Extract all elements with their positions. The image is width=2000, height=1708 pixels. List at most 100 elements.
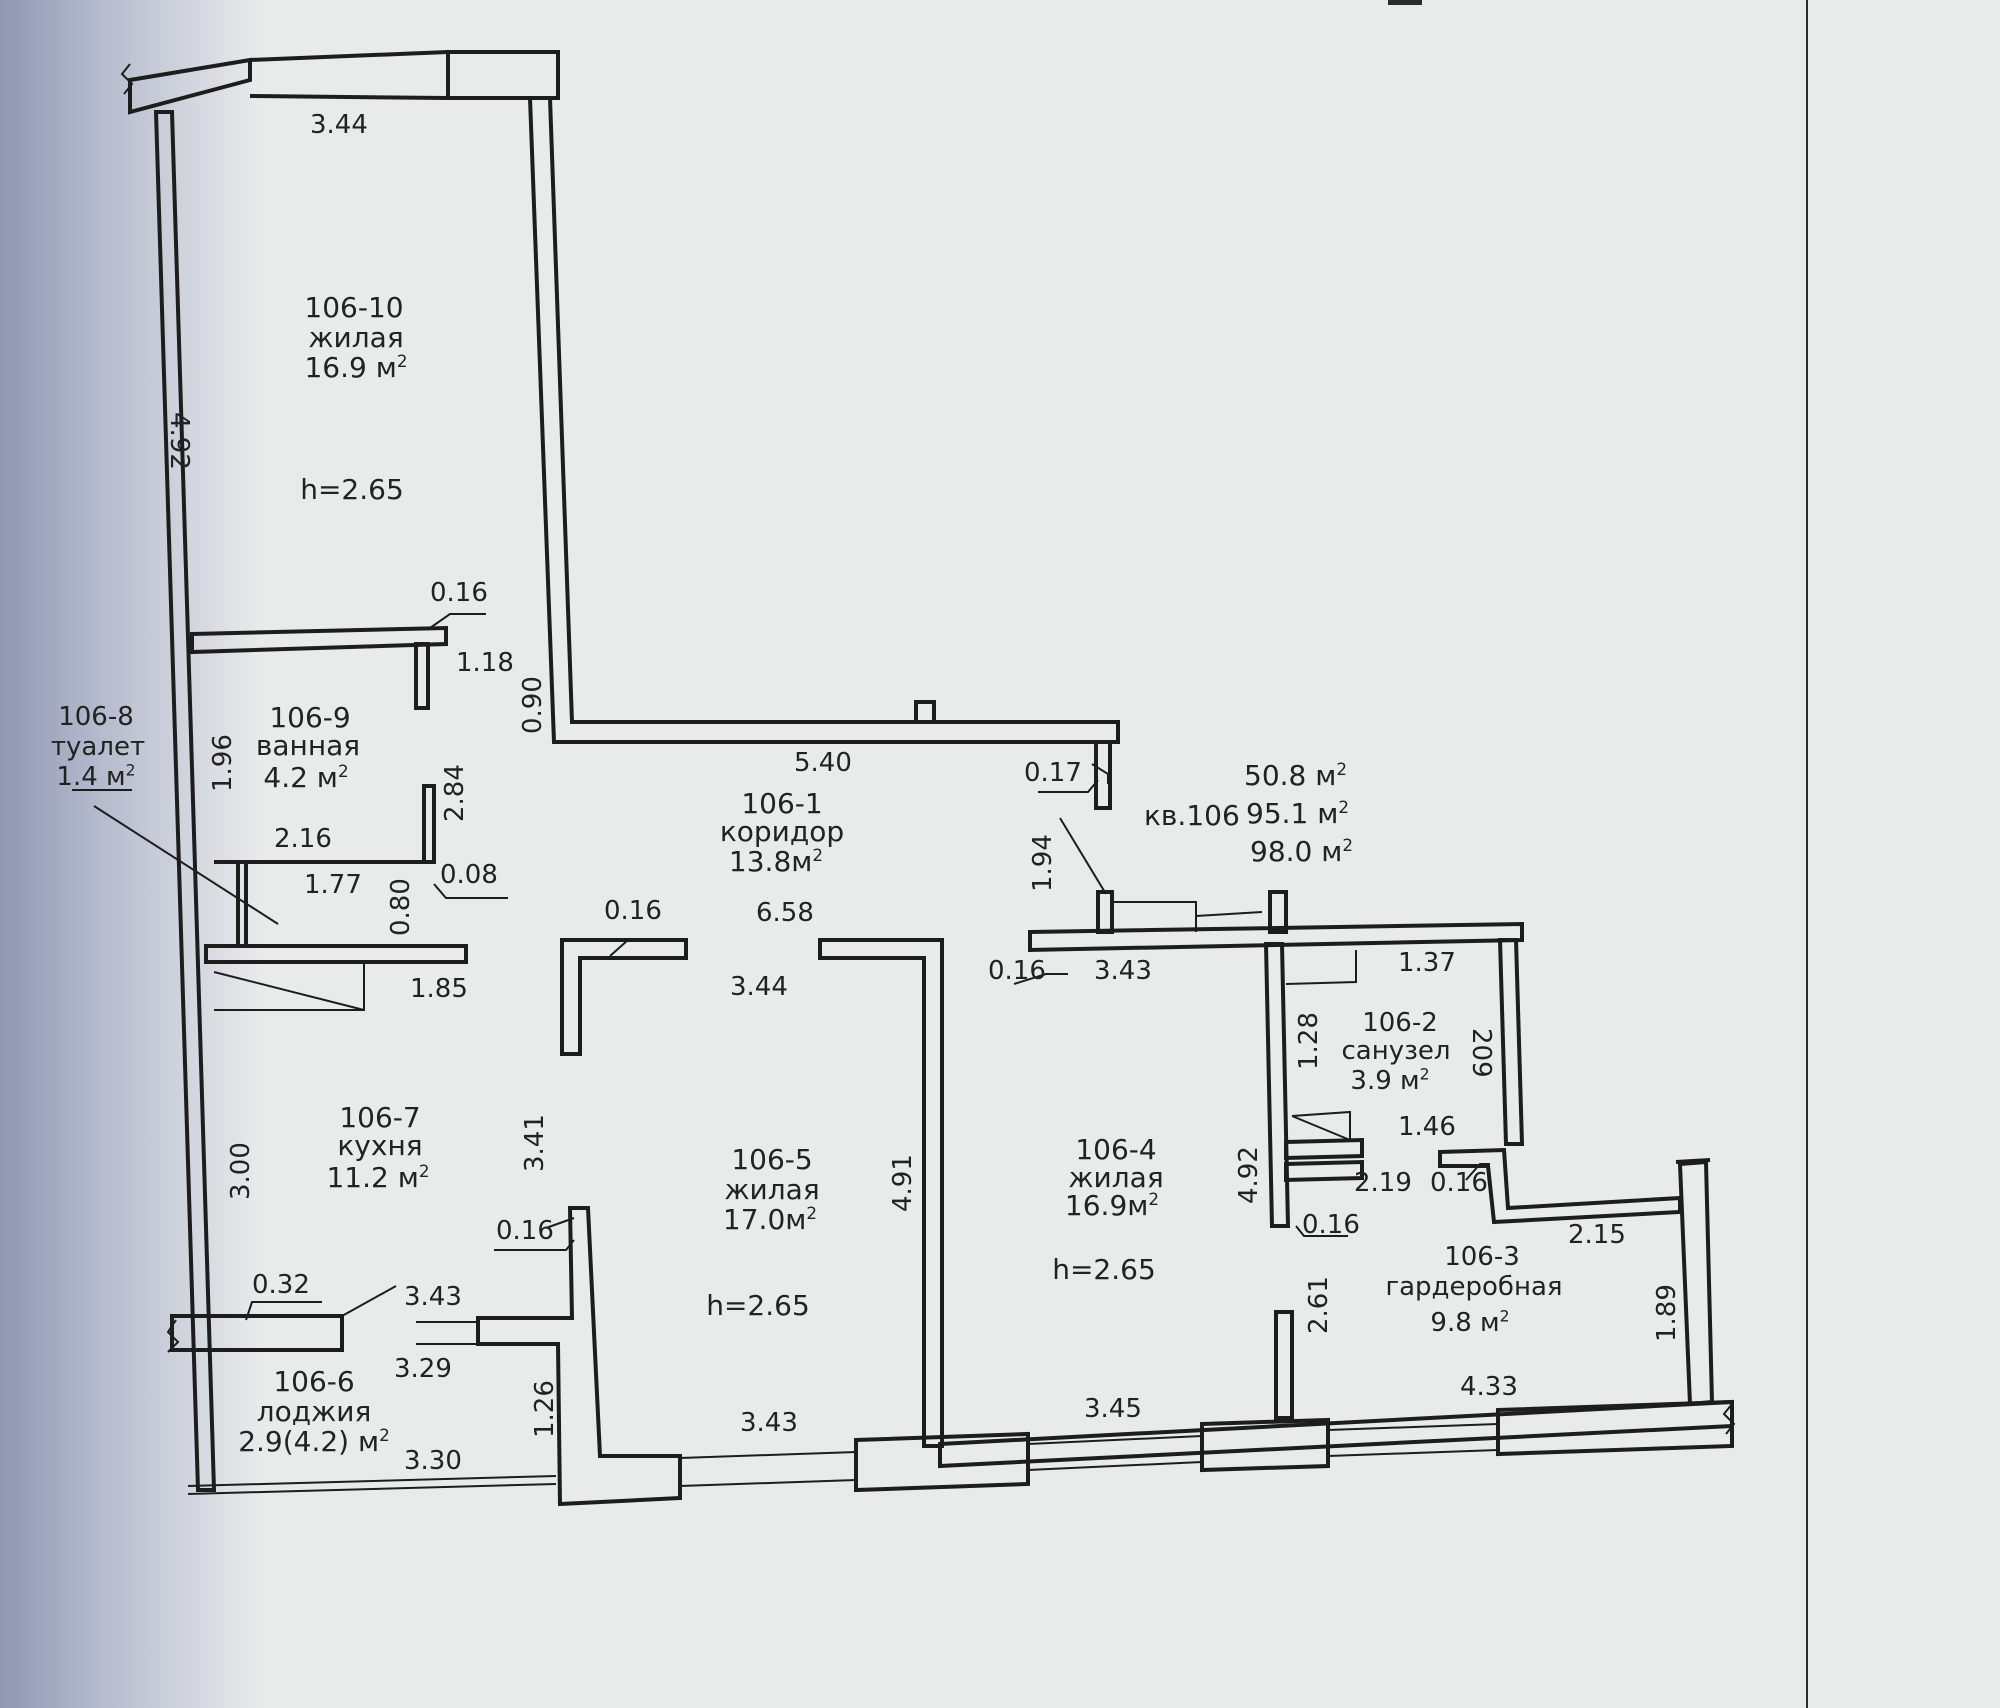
room-id: 106-6 bbox=[273, 1365, 355, 1398]
room-name: туалет bbox=[50, 732, 146, 762]
dimension-label: 1.77 bbox=[304, 870, 362, 900]
room-area: 16.9м2 bbox=[1064, 1188, 1160, 1222]
room-height: h=2.65 bbox=[706, 1289, 810, 1322]
wall-corridor-right-stub bbox=[1094, 740, 1112, 810]
dimension-label: 3.29 bbox=[394, 1354, 452, 1384]
dimension-label: 3.00 bbox=[226, 1142, 256, 1200]
room-name: коридор bbox=[719, 815, 845, 848]
window-bottom bbox=[1496, 1399, 1734, 1457]
dimension-label: 1.96 bbox=[208, 734, 238, 792]
room-id: 106-10 bbox=[304, 291, 404, 324]
dimension-label: 2.19 bbox=[1354, 1168, 1412, 1198]
dimension-label: 4.91 bbox=[888, 1154, 918, 1212]
window-bottom bbox=[1200, 1417, 1330, 1473]
dimension-label: 3.44 bbox=[310, 110, 368, 140]
room-area: 17.0м2 bbox=[722, 1202, 818, 1236]
wall-bathroom-door bbox=[422, 784, 436, 864]
wall-loggia-top bbox=[170, 1314, 344, 1352]
apartment-area-total: 95.1 м2 bbox=[1246, 796, 1350, 830]
dimension-label: 3.43 bbox=[1094, 956, 1152, 986]
room-id: 106-2 bbox=[1362, 1008, 1438, 1038]
room-name: кухня bbox=[337, 1129, 423, 1162]
room-height: h=2.65 bbox=[1052, 1253, 1156, 1286]
dimension-label: 0.16 bbox=[1302, 1210, 1360, 1240]
dimension-label: 1.94 bbox=[1028, 834, 1058, 892]
apartment-area-full: 98.0 м2 bbox=[1250, 834, 1354, 868]
room-id: 106-7 bbox=[339, 1101, 421, 1134]
dimension-label: 2.15 bbox=[1568, 1220, 1626, 1250]
wall-partition bbox=[1274, 1310, 1294, 1420]
wall-room-5-right bbox=[818, 938, 944, 1448]
dimension-label: 1.26 bbox=[530, 1380, 560, 1438]
window-bottom bbox=[854, 1431, 1030, 1493]
window-top bbox=[128, 57, 252, 115]
dimension-label: 1.18 bbox=[456, 648, 514, 678]
dimension-label: 3.41 bbox=[520, 1114, 550, 1172]
room-name: жилая bbox=[724, 1173, 820, 1206]
room-name: лоджия bbox=[256, 1395, 372, 1428]
wall-left-outer bbox=[153, 110, 217, 1492]
dimension-label: 1.28 bbox=[1294, 1012, 1324, 1070]
room-id: 106-4 bbox=[1075, 1133, 1157, 1166]
dimension-label: 3.43 bbox=[740, 1408, 798, 1438]
wall-kitchen-top bbox=[204, 944, 468, 964]
dimension-label: 0.08 bbox=[440, 860, 498, 890]
page-shadow bbox=[0, 0, 260, 1708]
dimension-label: 6.58 bbox=[756, 898, 814, 928]
room-height: h=2.65 bbox=[300, 473, 404, 506]
dimension-label: 3.43 bbox=[404, 1282, 462, 1312]
room-area: 13.8м2 bbox=[728, 844, 824, 878]
room-name: санузел bbox=[1341, 1036, 1451, 1066]
dimension-label: 1.85 bbox=[410, 974, 468, 1004]
dimension-label: 0.80 bbox=[386, 878, 416, 936]
wall-room-5-left bbox=[476, 1206, 682, 1507]
room-area: 2.9(4.2) м2 bbox=[238, 1424, 390, 1458]
wall-toilet-stub bbox=[236, 860, 248, 948]
dimension-label: 0.16 bbox=[1430, 1168, 1488, 1198]
room-area: 1.4 м2 bbox=[56, 761, 136, 792]
dimension-label: 0.32 bbox=[252, 1270, 310, 1300]
wall-bathroom-2-bottom bbox=[1284, 1137, 1364, 1161]
wall-corridor-l bbox=[560, 938, 688, 1056]
dimension-label: 2.84 bbox=[440, 764, 470, 822]
dimension-label: 0.17 bbox=[1024, 758, 1082, 788]
apartment-number: кв.106 bbox=[1144, 799, 1240, 832]
room-name: ванная bbox=[255, 729, 361, 762]
room-id: 106-3 bbox=[1444, 1242, 1520, 1272]
dimension-label: 209 bbox=[1466, 1028, 1496, 1078]
dimension-label: 4.33 bbox=[1460, 1372, 1518, 1402]
dimension-label: 4.92 bbox=[164, 412, 194, 470]
dimension-label: 3.30 bbox=[404, 1446, 462, 1476]
wall-bathroom-2-bottom bbox=[1284, 1159, 1364, 1183]
room-name: гардеробная bbox=[1385, 1272, 1563, 1302]
wall-stub bbox=[1096, 890, 1114, 934]
wall-bathroom-top bbox=[190, 625, 448, 655]
dimension-label: 4.92 bbox=[1234, 1146, 1264, 1204]
dimension-label: 0.16 bbox=[988, 956, 1046, 986]
wall-room-10-right bbox=[527, 96, 1120, 744]
sheet-corner-mark bbox=[1388, 0, 1422, 5]
room-id: 106-5 bbox=[731, 1143, 813, 1176]
room-id: 106-1 bbox=[741, 787, 823, 820]
wall-bathroom-2-right bbox=[1497, 938, 1525, 1146]
dimension-label: 1.89 bbox=[1652, 1284, 1682, 1342]
dimension-label: 3.45 bbox=[1084, 1394, 1142, 1424]
room-area: 3.9 м2 bbox=[1350, 1065, 1430, 1096]
wall-room-4-top bbox=[1028, 921, 1524, 953]
wall-stub bbox=[1268, 890, 1288, 934]
dimension-label: 0.90 bbox=[518, 676, 548, 734]
window-top bbox=[446, 50, 560, 100]
room-area: 11.2 м2 bbox=[326, 1160, 430, 1194]
dimension-label: 0.16 bbox=[604, 896, 662, 926]
dimension-label: 2.61 bbox=[1304, 1276, 1334, 1334]
sheet-border-line bbox=[1806, 0, 1808, 1708]
room-area: 9.8 м2 bbox=[1430, 1307, 1510, 1338]
wall-bathroom-stub bbox=[414, 642, 430, 710]
dimension-label: 1.46 bbox=[1398, 1112, 1456, 1142]
wall-stub bbox=[914, 700, 936, 724]
dimension-label: 3.44 bbox=[730, 972, 788, 1002]
dimension-label: 5.40 bbox=[794, 748, 852, 778]
wall-wardrobe-right bbox=[1677, 1159, 1715, 1407]
